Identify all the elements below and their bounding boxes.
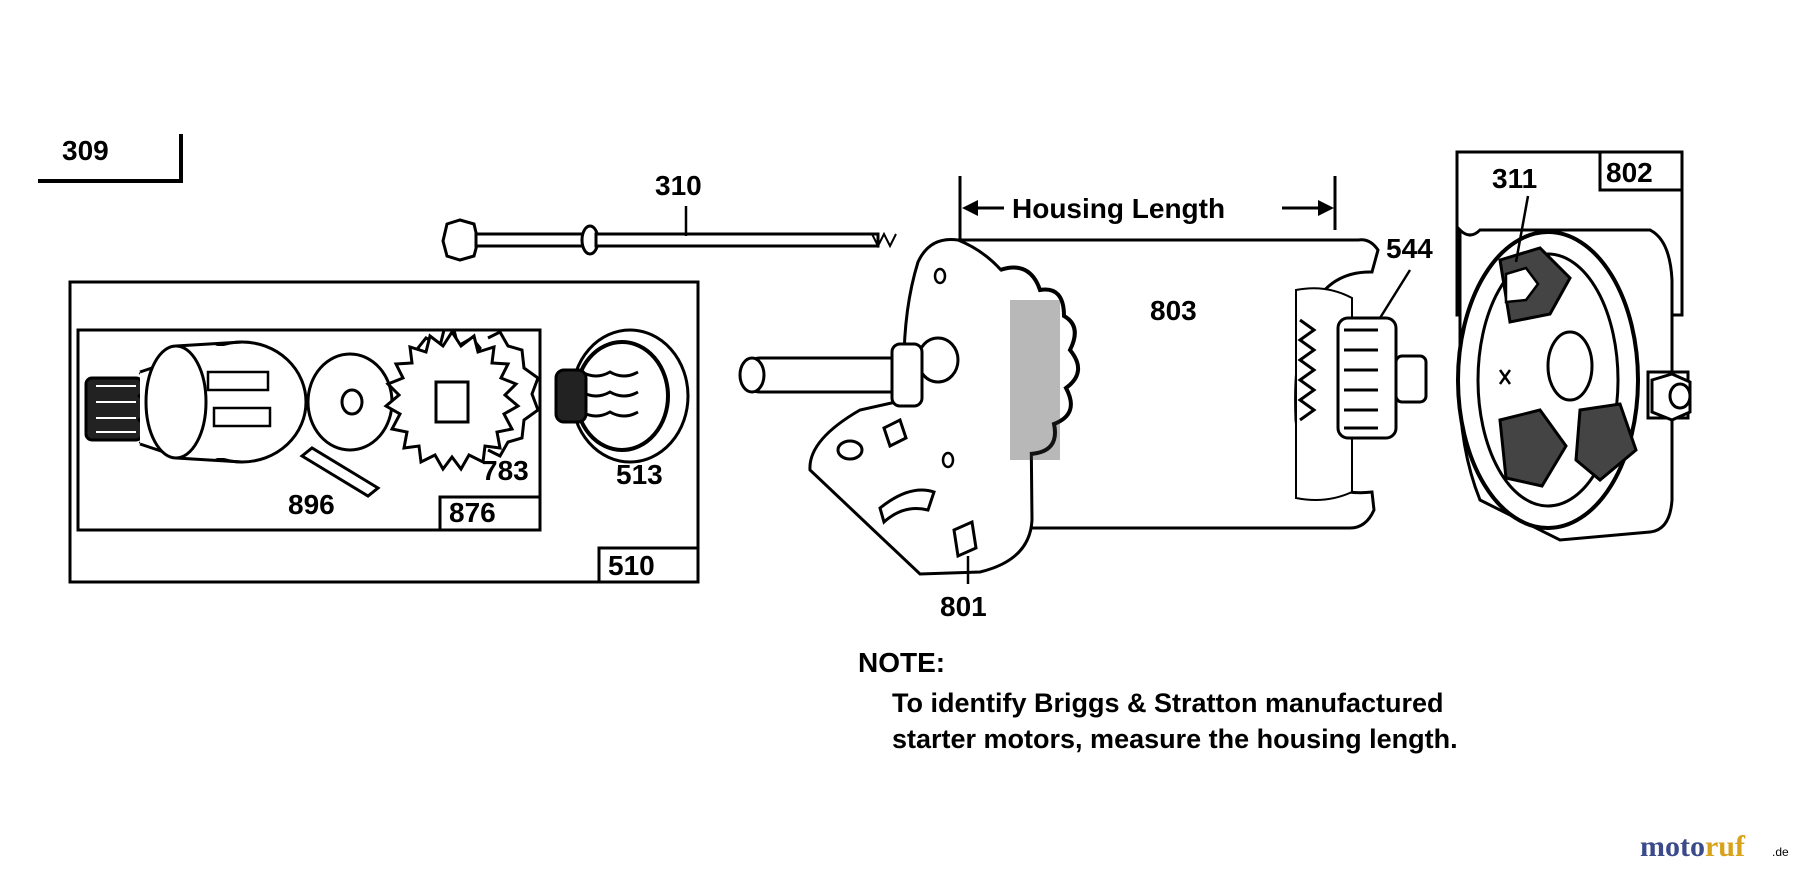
housing-length-label: Housing Length <box>1012 193 1225 224</box>
gear-783: 783 <box>383 328 540 486</box>
armature-544: 544 <box>1336 233 1433 440</box>
watermark-suffix: .de <box>1772 845 1789 859</box>
drive-shaft <box>738 342 924 408</box>
through-bolt-310: 310 <box>441 170 897 262</box>
ref-309-label: 309 <box>62 135 109 166</box>
drive-assembly <box>84 340 308 464</box>
label-510: 510 <box>608 550 655 581</box>
note-line-2: starter motors, measure the housing leng… <box>892 724 1458 754</box>
label-801: 801 <box>940 591 987 622</box>
spring-cup-513: 513 <box>554 328 690 490</box>
ref-309-group: 309 <box>38 134 183 183</box>
label-311: 311 <box>1492 163 1537 194</box>
label-310: 310 <box>655 170 702 201</box>
label-544: 544 <box>1386 233 1433 264</box>
kit-box-876: 876 <box>76 328 542 532</box>
note-block: NOTE: To identify Briggs & Stratton manu… <box>858 647 1458 754</box>
housing-length-dimension: Housing Length <box>958 176 1337 246</box>
watermark-logo: motoruf .de <box>1640 830 1789 863</box>
watermark-brand-a: moto <box>1640 830 1705 863</box>
commutator-end-cap-802: 802 311 <box>1455 150 1692 542</box>
label-896: 896 <box>288 489 335 520</box>
drive-end-cap-801: 801 <box>808 237 1080 622</box>
label-802: 802 <box>1606 157 1653 188</box>
label-803: 803 <box>1150 295 1197 326</box>
washer <box>306 352 394 452</box>
svg-text:motoruf: motoruf <box>1640 830 1746 863</box>
kit-box-510: 510 <box>68 280 700 584</box>
label-876: 876 <box>449 497 496 528</box>
note-line-1: To identify Briggs & Stratton manufactur… <box>892 688 1444 718</box>
note-title: NOTE: <box>858 647 945 678</box>
key-896: 896 <box>288 446 381 520</box>
watermark-brand-b: ruf <box>1705 830 1746 863</box>
label-783: 783 <box>482 455 529 486</box>
label-513: 513 <box>616 459 663 490</box>
